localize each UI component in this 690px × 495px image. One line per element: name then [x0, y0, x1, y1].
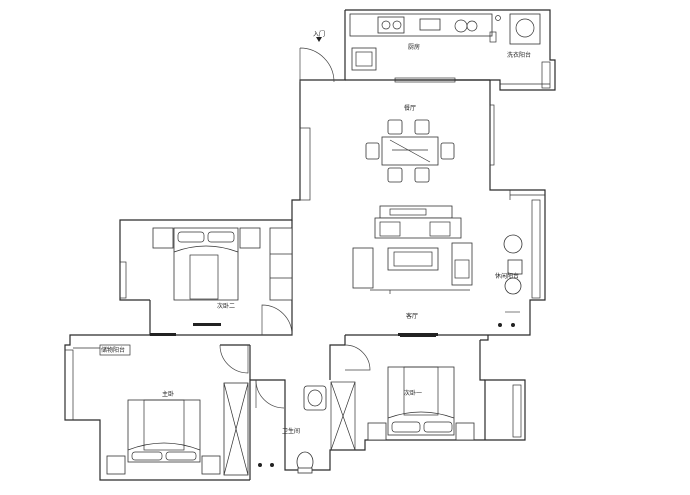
second-bedroom-1-label: 次卧一: [404, 389, 422, 397]
bathroom-fixtures: [258, 381, 356, 474]
windows: [150, 77, 495, 337]
kitchen-fixtures: [349, 13, 541, 71]
room-labels: 入门 厨房 洗衣阳台 餐厅 休闲阳台 客厅 次卧二 储物阳台 主卧 卫生间 次卧…: [101, 30, 531, 435]
dining-set: [299, 119, 455, 201]
bedroom2-furniture: [152, 227, 293, 301]
bedroom1-furniture: [367, 366, 475, 441]
storage-balcony-label: 储物阳台: [101, 346, 125, 354]
second-bedroom-2-label: 次卧二: [217, 302, 235, 310]
master-bedroom-furniture: [99, 344, 249, 476]
living-label: 客厅: [406, 312, 418, 320]
balcony-railings: [64, 61, 551, 438]
entrance-label: 入门: [313, 30, 325, 38]
laundry-balcony-label: 洗衣阳台: [507, 51, 531, 59]
bathroom-label: 卫生间: [282, 427, 300, 435]
dining-label: 餐厅: [404, 104, 416, 112]
entrance-arrow-icon: [316, 37, 322, 42]
leisure-balcony-label: 休闲阳台: [495, 272, 519, 280]
living-furniture: [352, 205, 523, 327]
doors: [219, 37, 520, 409]
master-bedroom-label: 主卧: [162, 390, 174, 398]
kitchen-label: 厨房: [408, 43, 420, 51]
